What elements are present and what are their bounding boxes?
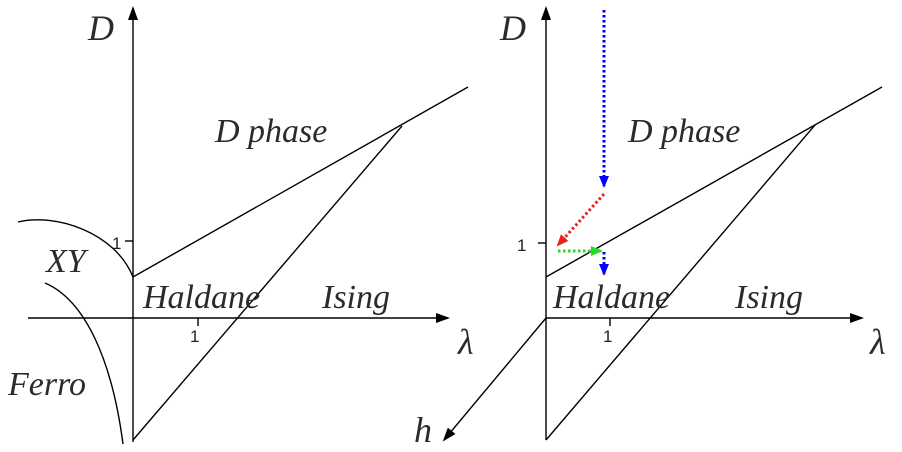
right-panel: D λ h 1 1 D phase Haldane Ising bbox=[414, 6, 886, 450]
right-tick-d-label: 1 bbox=[517, 236, 526, 255]
left-region-d-phase: D phase bbox=[214, 113, 327, 150]
left-region-ising: Ising bbox=[321, 279, 390, 316]
red-path-arrow bbox=[556, 192, 606, 247]
right-axis-h-label: h bbox=[414, 410, 432, 450]
right-dphase-boundary bbox=[545, 86, 883, 278]
left-axis-d-label: D bbox=[87, 8, 114, 48]
left-region-haldane: Haldane bbox=[142, 279, 260, 316]
left-ising-boundary bbox=[132, 125, 403, 441]
right-ising-boundary bbox=[545, 124, 816, 441]
right-region-d-phase: D phase bbox=[627, 113, 740, 150]
left-panel: D λ 1 1 D phase XY Haldane Ising Ferro bbox=[7, 6, 474, 445]
left-tick-d-label: 1 bbox=[112, 234, 121, 253]
right-h-axis bbox=[442, 317, 547, 442]
right-tick-lambda-label: 1 bbox=[603, 327, 612, 346]
left-xy-upper-boundary bbox=[17, 219, 134, 278]
left-axis-lambda-label: λ bbox=[457, 322, 474, 362]
right-region-ising: Ising bbox=[734, 279, 803, 316]
right-axis-lambda-label: λ bbox=[869, 322, 886, 362]
left-region-ferro: Ferro bbox=[7, 366, 86, 403]
right-axis-d-label: D bbox=[499, 8, 526, 48]
left-dphase-boundary bbox=[132, 86, 469, 278]
left-region-xy: XY bbox=[44, 243, 89, 280]
right-region-haldane: Haldane bbox=[552, 279, 670, 316]
left-tick-lambda-label: 1 bbox=[190, 327, 199, 346]
left-xy-lower-boundary bbox=[44, 282, 124, 445]
